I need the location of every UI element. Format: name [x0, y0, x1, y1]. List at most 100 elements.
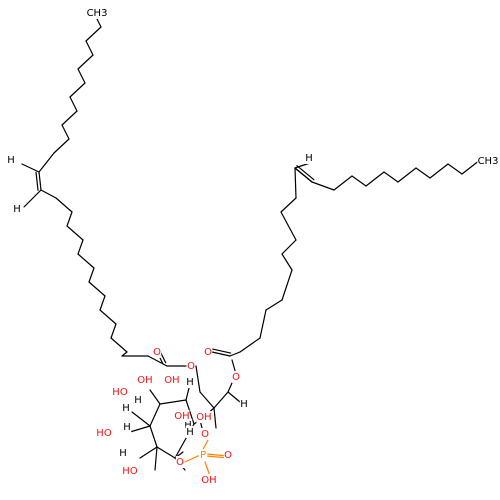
atom-label-h-ring-6: H [118, 447, 128, 459]
atom-label-text: H [305, 153, 313, 164]
atom-label-oh-ring-2: OH [196, 411, 212, 423]
atom-label-h-ring-7: H [185, 426, 195, 438]
acyl-chain-right-bond [259, 309, 267, 339]
acyl-chain-left-bond [55, 197, 73, 213]
atom-label-background [185, 426, 195, 438]
atom-label-text: H [122, 403, 130, 414]
acyl-chain-right-bond [265, 299, 283, 311]
atom-label-p-phosphate: P [198, 449, 208, 461]
atom-label-text: H [186, 377, 194, 388]
acyl-chain-left-bond [99, 309, 117, 325]
acyl-chain-left-bond [53, 138, 70, 154]
inositol-ring-bond [156, 446, 176, 459]
atom-label-oh-ring-4: OH [174, 410, 190, 422]
h-bond [227, 391, 241, 403]
acyl-chain-left-bond [77, 68, 86, 84]
atom-label-h-ring-1: H [185, 376, 195, 388]
glycerol-bond [213, 407, 217, 429]
atom-label-text: H [240, 399, 248, 410]
atom-label-h-ring-3: H [133, 394, 143, 406]
acyl-chain-left-bond [99, 295, 106, 311]
atom-label-text: H [184, 420, 192, 431]
acyl-chain-right-bond [229, 351, 241, 357]
atom-label-oh-ring-5: HO [112, 386, 128, 398]
acyl-chain-left-bond [110, 323, 117, 339]
carbonyl-double-bond-right [211, 351, 231, 357]
atom-label-background [152, 346, 162, 358]
acyl-chain-right-bond [280, 211, 297, 241]
atom-label-text: OH [137, 375, 152, 386]
acyl-chain-left-bond [110, 337, 128, 353]
atom-label-text: H [186, 427, 194, 438]
atom-label-h-glycerol: H [239, 398, 249, 410]
carbonyl-double-bond-right [212, 348, 232, 354]
atom-label-text: O [176, 457, 184, 468]
h-bond [23, 189, 42, 208]
atom-label-oh-p: OH [201, 474, 217, 486]
acyl-chain-left-bond [66, 211, 73, 227]
atom-label-text: O [232, 372, 240, 383]
atom-label-background [196, 411, 212, 423]
atom-label-text: O [201, 429, 209, 440]
atom-label-o-carbonyl-left: O [152, 346, 162, 358]
atom-label-background [175, 456, 185, 468]
atom-label-background [96, 427, 112, 439]
alkene-double-bond-left [35, 171, 39, 191]
acyl-chain-right-bond [294, 167, 297, 199]
glycerol-bond [213, 391, 229, 409]
atom-label-ch3-right: CH3 [477, 155, 499, 167]
ring-sub-bond [154, 446, 158, 471]
atom-label-o-ester-right: O [231, 371, 241, 383]
alkene-double-bond-left [38, 171, 42, 191]
ring-sub-bond [149, 389, 161, 405]
acyl-chain-left-bond [66, 225, 84, 241]
atom-label-o-phosphate-glycerol: O [200, 428, 210, 440]
atom-label-text: OH [196, 412, 211, 423]
ring-sub-bond [129, 425, 151, 433]
acyl-chain-left-bond [85, 40, 94, 56]
atom-label-oh-ring-6: HO [96, 427, 112, 439]
atom-label-oh-ring-1: OH [164, 374, 180, 386]
bond-layer [21, 12, 481, 477]
acyl-chain-left-bond [77, 239, 84, 255]
acyl-chain-left-bond [61, 124, 70, 140]
inositol-ring-bond [159, 399, 187, 405]
acyl-chain-right-bond [397, 167, 417, 183]
atom-label-background [133, 394, 143, 406]
ring-sub-bond [131, 411, 151, 427]
atom-label-background [122, 465, 138, 477]
acyl-chain-left-bond [147, 355, 168, 367]
atom-label-background [304, 152, 314, 164]
atom-label-text: O [187, 361, 195, 372]
atom-label-o-ester-left: O [186, 360, 196, 372]
atom-label-background [112, 386, 128, 398]
acyl-chain-right-bond [239, 337, 261, 353]
atom-label-background [231, 371, 241, 383]
acyl-chain-right-bond [351, 175, 367, 187]
acyl-chain-right-bond [280, 197, 297, 213]
acyl-chain-left-bond [88, 281, 106, 297]
atom-label-text: CH3 [478, 156, 499, 167]
atom-label-text: O [153, 347, 161, 358]
atom-label-background [477, 155, 499, 167]
atom-label-h-ring-5: H [122, 421, 132, 433]
acyl-chain-right-bond [311, 181, 335, 191]
atom-label-h-alkene-left-1: H [6, 154, 16, 166]
carbonyl-double-bond-left [160, 352, 167, 364]
inositol-ring-bond [185, 399, 195, 425]
ring-sub-bond [139, 446, 158, 459]
atom-label-background [185, 376, 195, 388]
atom-label-h-ring-2: H [183, 419, 193, 431]
atom-label-h-ring-4: H [121, 402, 131, 414]
acyl-chain-right-bond [281, 253, 293, 271]
atom-label-background [137, 374, 153, 386]
acyl-chain-left-bond [85, 26, 102, 42]
acyl-chain-left-bond [38, 152, 55, 173]
h-bond [21, 163, 40, 173]
atom-label-text: H [123, 422, 131, 433]
atom-label-background [174, 410, 190, 422]
atom-label-text: OH [164, 375, 179, 386]
acyl-chain-right-bond [415, 167, 431, 179]
glycerol-bond [195, 365, 201, 393]
